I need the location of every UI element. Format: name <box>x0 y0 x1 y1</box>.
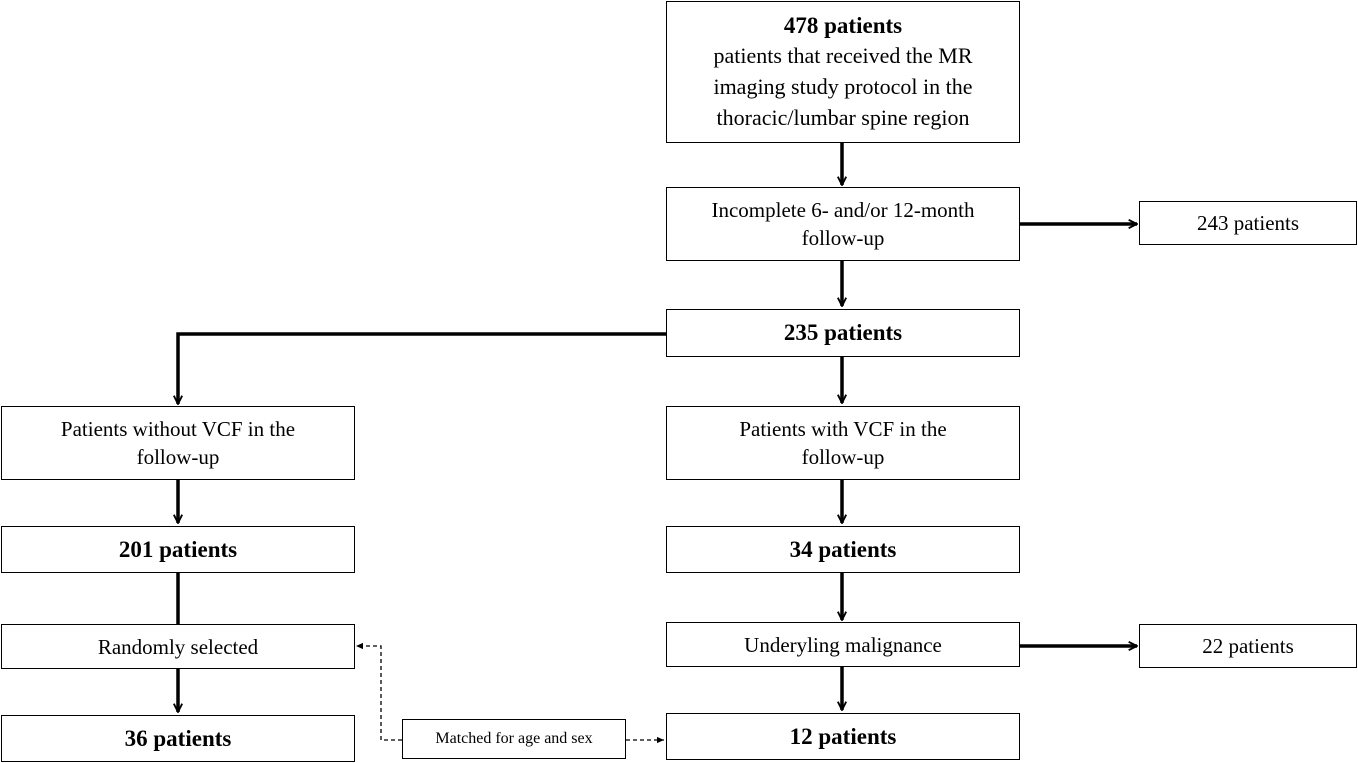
with-vcf-line-2: follow-up <box>801 445 885 469</box>
with-vcf-line-1: Patients with VCF in the <box>739 417 947 441</box>
incomplete-followup-line-1: Incomplete 6- and/or 12-month <box>711 198 975 222</box>
start-description-line-3: thoracic/lumbar spine region <box>716 104 970 130</box>
matched-box: Matched for age and sex <box>402 719 626 759</box>
without-vcf-box: Patients without VCF in the follow-up <box>1 406 355 480</box>
control-final-box: 36 patients <box>1 715 355 762</box>
vcf-final-count: 12 patients <box>789 723 897 749</box>
incomplete-followup-line-2: follow-up <box>801 226 885 250</box>
malignance-label: Underyling malignance <box>744 632 942 657</box>
start-description-line-1: patients that received the MR <box>713 42 973 68</box>
without-vcf-line-1: Patients without VCF in the <box>60 417 296 441</box>
start-box: 478 patients patients that received the … <box>666 1 1020 143</box>
start-description-line-2: imaging study protocol in the <box>713 73 973 99</box>
without-vcf-count: 201 patients <box>118 536 238 562</box>
incomplete-followup-box: Incomplete 6- and/or 12-month follow-up <box>666 187 1020 261</box>
eligible-box: 235 patients <box>666 309 1020 357</box>
dashed-arrow-matched-to-random <box>356 642 402 741</box>
without-vcf-line-2: follow-up <box>136 445 220 469</box>
with-vcf-box: Patients with VCF in the follow-up <box>666 406 1020 480</box>
start-count: 478 patients <box>783 12 903 38</box>
randomly-selected-label: Randomly selected <box>97 634 259 659</box>
control-final-count: 36 patients <box>124 725 232 751</box>
with-vcf-count-box: 34 patients <box>666 526 1020 573</box>
with-vcf-count: 34 patients <box>789 536 897 562</box>
malignance-box: Underyling malignance <box>666 622 1020 667</box>
excluded-incomplete-box: 243 patients <box>1139 201 1357 245</box>
randomly-selected-box: Randomly selected <box>1 624 355 669</box>
excluded-malignance-count: 22 patients <box>1202 634 1294 658</box>
vcf-final-box: 12 patients <box>666 713 1020 760</box>
arrow-235-to-without-vcf <box>178 332 666 404</box>
matched-label: Matched for age and sex <box>435 730 593 747</box>
without-vcf-count-box: 201 patients <box>1 526 355 573</box>
excluded-incomplete-count: 243 patients <box>1196 211 1300 235</box>
excluded-malignance-box: 22 patients <box>1139 624 1357 668</box>
eligible-count: 235 patients <box>783 320 903 345</box>
